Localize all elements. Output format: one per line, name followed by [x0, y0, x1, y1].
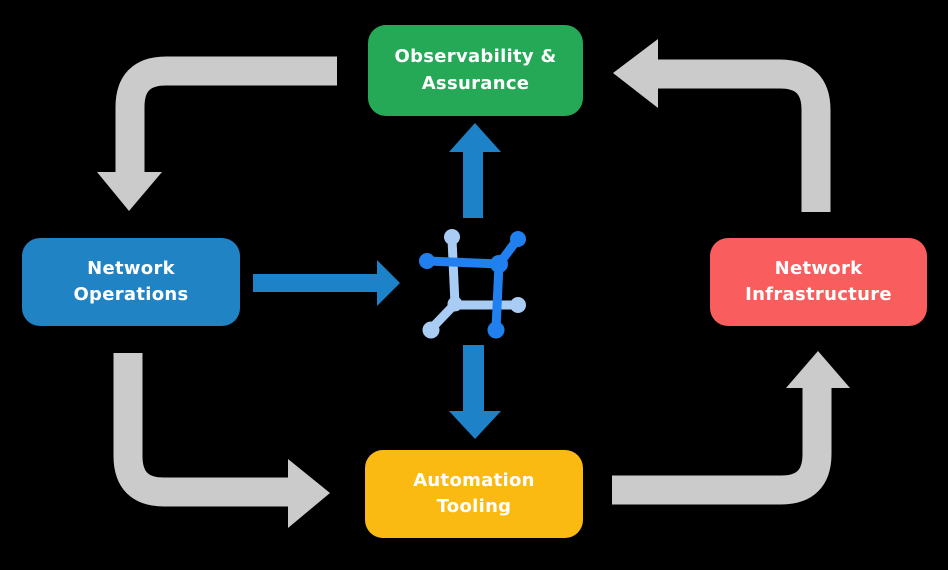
icon-node-top: [444, 229, 460, 245]
icon-node-bottom-left: [422, 321, 440, 339]
icon-corner-top-right: [490, 255, 508, 273]
icon-top-edge-line: [427, 256, 500, 269]
icon-left-edge-line: [447, 238, 460, 305]
icon-right-edge-line: [491, 263, 504, 330]
node-observability-label: Observability & Assurance: [394, 46, 557, 94]
flow-arrow-right: [253, 260, 400, 306]
cycle-arrowhead-up: [786, 351, 850, 388]
node-automation-tooling: Automation Tooling: [365, 450, 583, 538]
cycle-arrow-elbow: [115, 56, 337, 174]
cycle-arrow-elbow: [612, 388, 832, 505]
flow-arrow-up: [449, 123, 501, 218]
cycle-arrowhead-down: [97, 172, 162, 211]
icon-node-right: [510, 297, 526, 313]
cycle-arrowhead-right: [288, 459, 330, 528]
network-icon-dark-part: [419, 231, 526, 339]
icon-corner-bottom-left: [447, 296, 463, 312]
cycle-arrow-observability-to-operations: [97, 56, 337, 211]
network-automation-icon: [419, 229, 526, 339]
cycle-arrow-infrastructure-to-observability: [613, 39, 831, 212]
network-icon-light-part: [422, 229, 526, 339]
cycle-arrow-elbow: [656, 59, 831, 212]
node-infrastructure-label: Network Infrastructure: [745, 257, 892, 305]
node-tooling-label: Automation Tooling: [413, 469, 535, 517]
icon-node-top-right: [510, 231, 526, 247]
flow-arrow-down: [449, 345, 501, 439]
node-network-operations: Network Operations: [22, 238, 240, 326]
cycle-arrow-operations-to-tooling: [113, 353, 330, 528]
node-observability-assurance: Observability & Assurance: [368, 25, 583, 116]
node-operations-label: Network Operations: [73, 257, 189, 305]
cycle-arrowhead-left: [613, 39, 658, 108]
cycle-arrow-tooling-to-infrastructure: [612, 351, 850, 505]
cycle-arrow-elbow: [113, 353, 289, 507]
node-network-infrastructure: Network Infrastructure: [710, 238, 927, 326]
icon-node-bottom: [487, 321, 505, 339]
icon-node-left: [419, 253, 435, 269]
